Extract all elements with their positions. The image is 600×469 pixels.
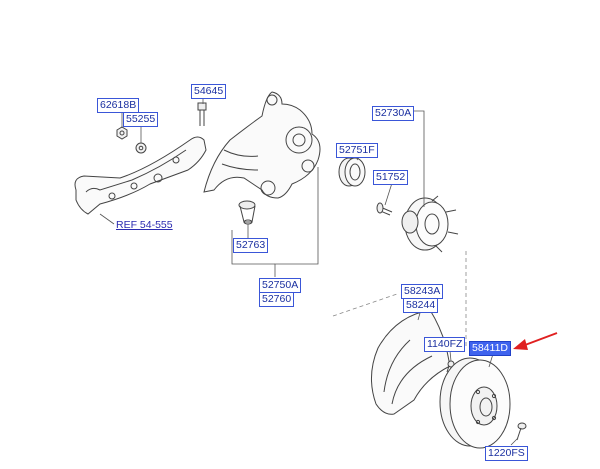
reference-link[interactable]: REF 54-555 bbox=[116, 219, 173, 231]
brake-disc-part bbox=[439, 357, 511, 449]
wheel-stud-part bbox=[376, 202, 393, 216]
part-label-52751f[interactable]: 52751F bbox=[336, 143, 378, 158]
part-label-62618b[interactable]: 62618B bbox=[97, 98, 140, 113]
knuckle bbox=[203, 91, 321, 199]
seal-part bbox=[338, 157, 366, 187]
part-label-1140fz[interactable]: 1140FZ bbox=[424, 337, 466, 352]
wheel-hub-part bbox=[401, 195, 459, 253]
trailing-arm bbox=[74, 136, 207, 215]
washer-part bbox=[135, 142, 147, 154]
bolt-part bbox=[197, 102, 207, 126]
assembly-dashed-line bbox=[332, 250, 467, 346]
part-label-58244[interactable]: 58244 bbox=[403, 298, 439, 313]
hub-bolt-part bbox=[238, 200, 256, 225]
pointer-arrow bbox=[513, 332, 558, 350]
part-label-52760[interactable]: 52760 bbox=[259, 292, 295, 307]
part-label-58243a[interactable]: 58243A bbox=[401, 284, 444, 299]
disc-screw-part bbox=[516, 422, 527, 441]
nut-part bbox=[116, 126, 128, 140]
part-label-58411d[interactable]: 58411D bbox=[469, 341, 512, 356]
part-label-1220fs[interactable]: 1220FS bbox=[485, 446, 528, 461]
part-label-55255[interactable]: 55255 bbox=[123, 112, 159, 127]
part-label-52750a[interactable]: 52750A bbox=[259, 278, 302, 293]
dust-shield-part bbox=[371, 309, 451, 415]
part-label-52730a[interactable]: 52730A bbox=[372, 106, 415, 121]
part-label-51752[interactable]: 51752 bbox=[373, 170, 409, 185]
part-label-54645[interactable]: 54645 bbox=[191, 84, 227, 99]
part-label-52763[interactable]: 52763 bbox=[233, 238, 269, 253]
